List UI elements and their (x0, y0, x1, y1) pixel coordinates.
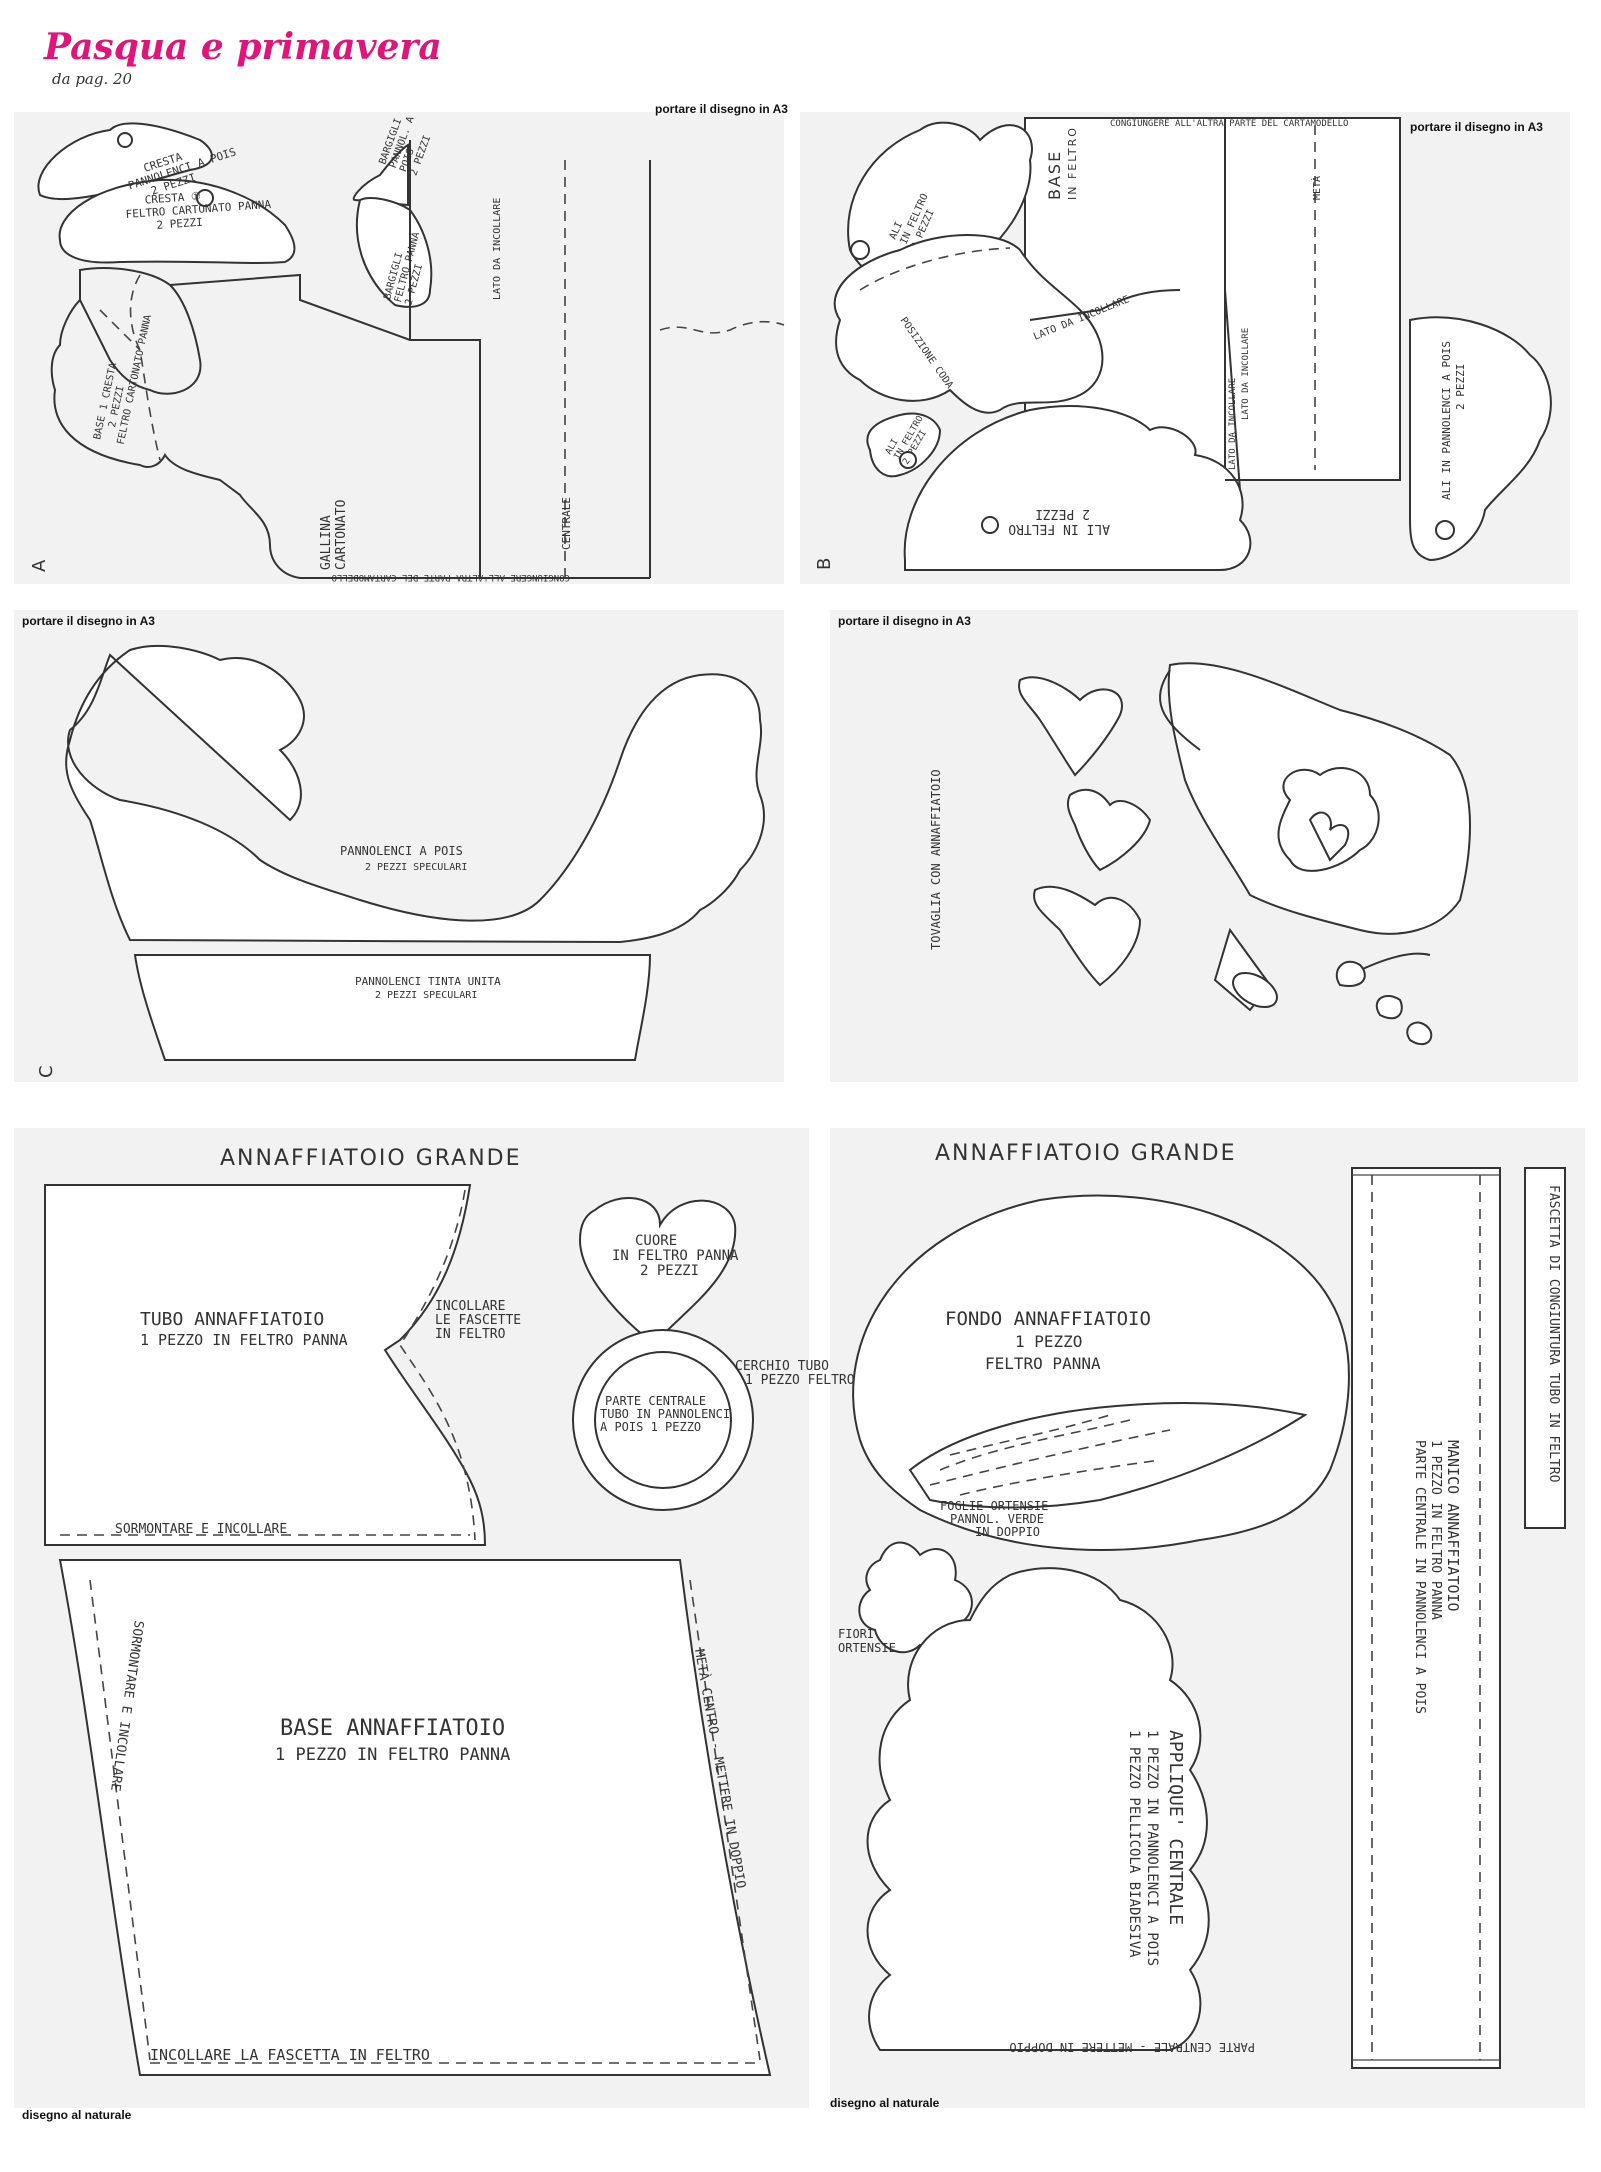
natural-note-right: disegno al naturale (830, 2096, 940, 2110)
incollare-fascetta: INCOLLARE LA FASCETTA IN FELTRO (150, 2046, 430, 2064)
lato-b2: LATO DA INCOLLARE (1228, 378, 1238, 470)
a3-note-a: portare il disegno in A3 (655, 102, 788, 116)
panel-a-letter: A (29, 558, 50, 572)
bargigli-pois-text: BARGIGLIPANNOL. APOIS2 PEZZI (377, 111, 437, 177)
congiungere-b: CONGIUNGERE ALL'ALTRA PARTE DEL CARTAMOD… (1110, 119, 1348, 129)
panel-b-letter: B (814, 556, 835, 570)
parte-centrale-right: PARTE CENTRALE - METTERE IN DOPPIO (1009, 2040, 1255, 2054)
applique-text: APPLIQUE' CENTRALE1 PEZZO IN PANNOLENCI … (1126, 1730, 1186, 1966)
congiungere-a: CONGIUNGERE ALL'ALTRA PARTE DEL CARTAMOD… (332, 572, 570, 582)
centrale-text-a: CENTRALE (560, 497, 573, 550)
page-subtitle: da pag. 20 (52, 70, 133, 88)
manico-text: MANICO ANNAFFIATOIO1 PEZZO IN FELTRO PAN… (1412, 1440, 1462, 1714)
natural-note-left: disegno al naturale (22, 2108, 132, 2122)
panel-c-letter: C (36, 1063, 57, 1078)
page-title: Pasqua e primavera (44, 26, 442, 68)
a3-note-c: portare il disegno in A3 (22, 614, 155, 628)
left-heading: ANNAFFIATOIO GRANDE (220, 1146, 522, 1171)
pattern-d: TOVAGLIA CON ANNAFFIATOIO (929, 662, 1471, 1046)
ali-pois-text: ALI IN PANNOLENCI A POIS2 PEZZI (1440, 341, 1467, 500)
pattern-b: CONGIUNGERE ALL'ALTRA PARTE DEL CARTAMOD… (814, 117, 1552, 571)
lato-incollare-a: LATO DA INCOLLARE (492, 198, 503, 300)
gallina-text: GALLINACARTONATO (319, 499, 349, 570)
tovaglia-label: TOVAGLIA CON ANNAFFIATOIO (929, 769, 943, 950)
pattern-a: CRESTAPANNOLENCI A POIS2 PEZZI CRESTA ①F… (29, 111, 785, 582)
lato-b3: LATO DA INCOLLARE (1241, 328, 1251, 420)
right-heading: ANNAFFIATOIO GRANDE (935, 1141, 1237, 1166)
fascetta-text: FASCETTA DI CONGIUNTURA TUBO IN FELTRO (1546, 1185, 1561, 1483)
sormontare-text: SORMONTARE E INCOLLARE (115, 1522, 287, 1537)
a3-note-d: portare il disegno in A3 (838, 614, 971, 628)
meta-text: METÀ (1310, 176, 1323, 200)
a3-note-b: portare il disegno in A3 (1410, 120, 1543, 134)
ali-feltro-big: ALI IN FELTRO2 PEZZI (1008, 506, 1110, 536)
